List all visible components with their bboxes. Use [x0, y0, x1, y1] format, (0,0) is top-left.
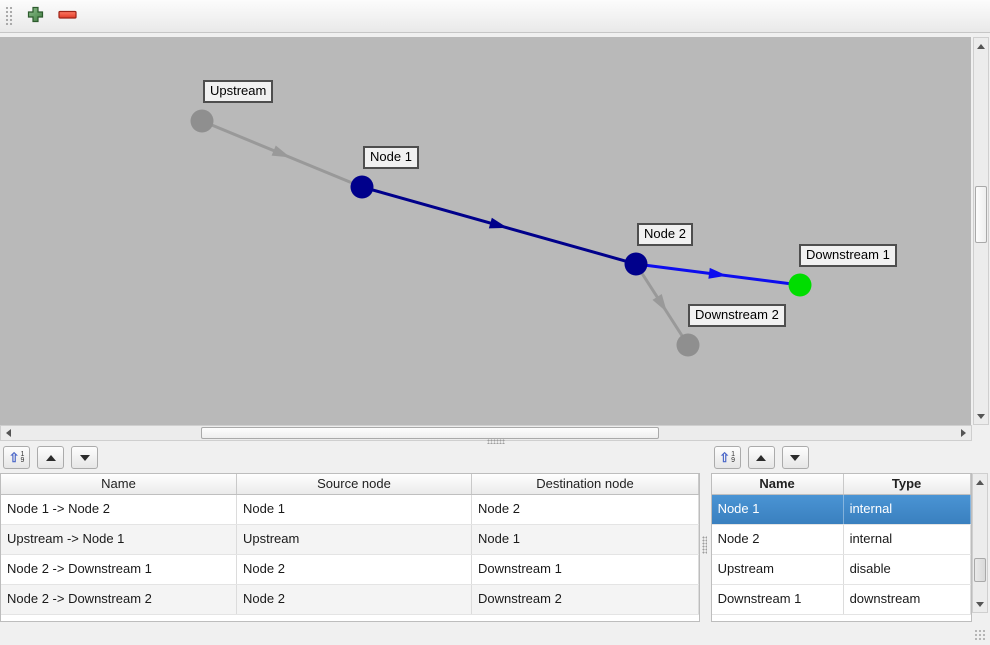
cell-source: Upstream	[237, 525, 472, 554]
cell-destination: Node 1	[472, 525, 699, 554]
node-label-node2[interactable]: Node 2	[637, 223, 693, 246]
edges-table-header: Name Source node Destination node	[1, 474, 699, 495]
move-down-button[interactable]	[781, 446, 809, 469]
graph-node-downstream1[interactable]	[788, 273, 812, 297]
cell-source: Node 1	[237, 495, 472, 524]
nodes-table: Name Type Node 1 internal Node 2 interna…	[710, 473, 972, 622]
column-header-name[interactable]: Name	[712, 474, 844, 494]
move-down-button[interactable]	[71, 446, 98, 469]
edge-arrow-icon	[271, 145, 291, 158]
table-row[interactable]: Node 2 internal	[711, 525, 971, 555]
horizontal-scroll-thumb[interactable]	[201, 427, 659, 439]
cell-destination: Downstream 1	[472, 555, 699, 584]
edge-arrow-icon	[652, 293, 667, 313]
scroll-down-button[interactable]	[972, 597, 987, 611]
node-label-downstream2[interactable]: Downstream 2	[688, 304, 786, 327]
table-row[interactable]: Downstream 1 downstream	[711, 585, 971, 615]
add-node-icon	[27, 6, 44, 26]
cell-destination: Downstream 2	[472, 585, 699, 614]
scroll-right-button[interactable]	[956, 426, 971, 440]
column-header-type[interactable]: Type	[844, 474, 971, 494]
nodes-table-header: Name Type	[711, 474, 971, 495]
remove-node-button[interactable]	[53, 2, 81, 30]
node-label-node1[interactable]: Node 1	[363, 146, 419, 169]
cell-name: Node 2 -> Downstream 1	[1, 555, 237, 584]
arrow-up-icon	[975, 479, 984, 485]
move-down-icon	[79, 454, 90, 461]
table-splitter-handle-icon[interactable]	[701, 536, 707, 554]
main-toolbar	[0, 0, 990, 33]
arrow-left-icon	[6, 429, 11, 437]
scroll-up-button[interactable]	[972, 475, 987, 489]
graph-node-downstream2[interactable]	[676, 333, 700, 357]
cell-name: Node 2	[712, 525, 844, 554]
vertical-scroll-thumb[interactable]	[975, 186, 987, 243]
table-row[interactable]: Node 1 -> Node 2 Node 1 Node 2	[1, 495, 699, 525]
cell-source: Node 2	[237, 585, 472, 614]
vertical-scroll-thumb[interactable]	[973, 558, 986, 582]
cell-type: internal	[844, 495, 971, 524]
table-row[interactable]: Node 2 -> Downstream 1 Node 2 Downstream…	[1, 555, 699, 585]
graph-node-upstream[interactable]	[190, 109, 214, 133]
cell-name: Node 1	[712, 495, 844, 524]
arrow-down-icon	[975, 601, 984, 607]
cell-name: Node 1 -> Node 2	[1, 495, 237, 524]
graph-node-node1[interactable]	[350, 175, 374, 199]
table-row-selected[interactable]: Node 1 internal	[711, 495, 971, 525]
add-node-button[interactable]	[21, 2, 49, 30]
cell-type: downstream	[844, 585, 971, 614]
canvas-vertical-scrollbar[interactable]	[973, 37, 989, 425]
cell-destination: Node 2	[472, 495, 699, 524]
cell-type: disable	[844, 555, 971, 584]
arrow-down-icon	[977, 413, 985, 419]
edge-arrow-icon	[708, 267, 727, 279]
remove-node-icon	[57, 6, 77, 26]
node-label-upstream[interactable]: Upstream	[203, 80, 274, 103]
pane-splitter[interactable]	[0, 439, 990, 444]
move-down-icon	[790, 454, 801, 461]
scroll-down-button[interactable]	[974, 409, 988, 423]
toolbar-drag-handle[interactable]	[4, 5, 13, 27]
graph-node-node2[interactable]	[624, 252, 648, 276]
column-header-name[interactable]: Name	[1, 474, 237, 494]
arrow-right-icon	[961, 429, 966, 437]
cell-name: Node 2 -> Downstream 2	[1, 585, 237, 614]
edge-arrow-icon	[488, 217, 508, 229]
scroll-up-button[interactable]	[974, 39, 988, 53]
edges-table: Name Source node Destination node Node 1…	[0, 473, 700, 622]
splitter-handle-icon	[487, 439, 505, 444]
column-header-source-node[interactable]: Source node	[237, 474, 472, 494]
column-header-destination-node[interactable]: Destination node	[472, 474, 699, 494]
cell-name: Downstream 1	[712, 585, 844, 614]
arrow-up-icon	[977, 43, 985, 49]
table-row[interactable]: Upstream -> Node 1 Upstream Node 1	[1, 525, 699, 555]
window-resize-grip[interactable]	[974, 629, 987, 642]
move-up-button[interactable]	[37, 446, 64, 469]
cell-name: Upstream	[712, 555, 844, 584]
move-up-icon	[756, 454, 767, 461]
table-row[interactable]: Upstream disable	[711, 555, 971, 585]
node-label-downstream1[interactable]: Downstream 1	[799, 244, 897, 267]
nodes-table-scrollbar[interactable]	[971, 473, 988, 613]
graph-svg	[190, 109, 812, 357]
cell-name: Upstream -> Node 1	[1, 525, 237, 554]
canvas-horizontal-scrollbar[interactable]	[0, 425, 972, 441]
cell-type: internal	[844, 525, 971, 554]
cell-source: Node 2	[237, 555, 472, 584]
table-row[interactable]: Node 2 -> Downstream 2 Node 2 Downstream…	[1, 585, 699, 615]
scroll-left-button[interactable]	[1, 426, 16, 440]
move-up-button[interactable]	[747, 446, 775, 469]
move-up-icon	[45, 454, 56, 461]
